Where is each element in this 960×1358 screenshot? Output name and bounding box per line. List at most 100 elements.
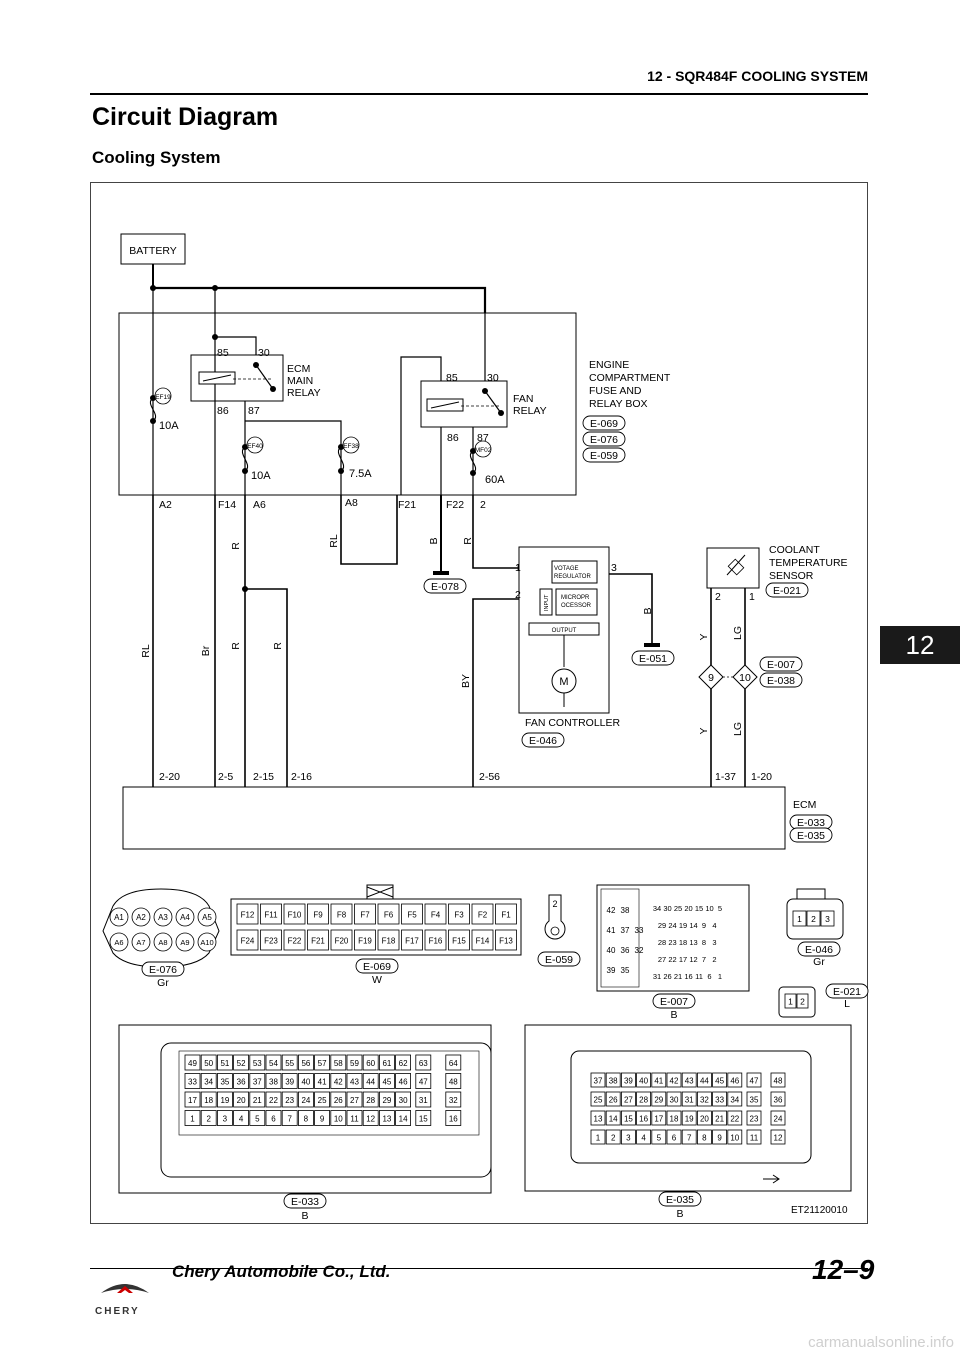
- microprocessor-block: [555, 588, 598, 616]
- e035-pin-num: 8: [702, 1134, 707, 1143]
- e035-pin-num: 42: [670, 1077, 679, 1086]
- e033-pin-num: 52: [237, 1059, 246, 1068]
- e035-code-oval: [658, 1191, 702, 1207]
- e033-pin-num: 15: [419, 1115, 428, 1124]
- fuse-box-code-oval: [582, 431, 626, 447]
- inline-pin-10: 10: [739, 672, 751, 684]
- coil-slash: [202, 374, 232, 382]
- e033-pin: [314, 1091, 331, 1108]
- e035-pin: [590, 1072, 606, 1088]
- fan-relay-switch: [484, 390, 502, 414]
- page-title: Circuit Diagram: [92, 103, 279, 131]
- e069-pin: [283, 929, 306, 951]
- e035-pin-num: 15: [624, 1115, 633, 1124]
- e007-pin: 3: [712, 938, 716, 947]
- e033-pin: [445, 1091, 462, 1108]
- e007-pin: 5: [718, 904, 722, 913]
- e033-pin-num: 8: [304, 1115, 309, 1124]
- ecm-pin: 2-16: [291, 771, 312, 783]
- e033-pin-num: 38: [269, 1078, 278, 1087]
- e033-code: E-033: [291, 1196, 319, 1208]
- voltage-regulator-label: VOTAGE: [554, 566, 579, 572]
- e035-pin: [681, 1072, 697, 1088]
- e059-code-oval: [537, 951, 581, 967]
- fan-controller-pin-2: 2: [515, 589, 521, 601]
- e033-pin: [216, 1110, 233, 1126]
- e046-color: Gr: [813, 956, 825, 968]
- e069-pin-num: F22: [288, 937, 302, 946]
- e046-pin-num: 3: [825, 914, 830, 924]
- e069-pin-num: F16: [429, 937, 443, 946]
- wire-y-label: Y: [698, 633, 710, 640]
- e033-pin: [346, 1073, 363, 1089]
- fan-controller-box: [518, 546, 610, 714]
- ecm-relay-pin-86: 86: [217, 405, 229, 417]
- e033-pin-num: 32: [449, 1096, 458, 1105]
- e007-pin: 31: [653, 972, 661, 981]
- e033-pin: [200, 1073, 217, 1089]
- wire-r-branch: [245, 588, 288, 787]
- company-name: Chery Automobile Co., Ltd.: [172, 1262, 391, 1281]
- voltage-regulator-block: [551, 560, 598, 584]
- e033-pin-num: 27: [350, 1096, 359, 1105]
- e046-code: E-046: [805, 944, 833, 956]
- fuse-box-code: E-076: [590, 434, 618, 446]
- e007-pin: 32: [635, 946, 644, 955]
- e007-pin: 34: [653, 904, 661, 913]
- e069-pin-num: F6: [384, 911, 394, 920]
- e076-pin-num: A10: [200, 938, 213, 947]
- e033-pin-num: 34: [204, 1078, 213, 1087]
- e035-pin: [636, 1072, 651, 1088]
- e076-housing: [102, 888, 220, 968]
- e033-pin: [184, 1054, 201, 1071]
- e033-pin: [233, 1091, 250, 1108]
- e035-pin-num: 24: [774, 1115, 783, 1124]
- e035-pin: [621, 1129, 636, 1145]
- e035-pin: [712, 1110, 727, 1126]
- e007-pin: 20: [684, 904, 692, 913]
- e035-pin: [727, 1072, 743, 1088]
- fuse-box-code: E-069: [590, 418, 618, 430]
- wire-rl-label: RL: [140, 644, 152, 658]
- e033-pin: [395, 1091, 412, 1108]
- e069-pin: [377, 903, 400, 925]
- e069-pin-num: F9: [313, 911, 323, 920]
- e069-pin-num: F4: [431, 911, 441, 920]
- e035-pin-num: 28: [639, 1096, 648, 1105]
- e033-pin: [297, 1073, 314, 1089]
- e035-pin-num: 46: [730, 1077, 739, 1086]
- e076-pin: [175, 932, 195, 952]
- wire-rl-label: RL: [328, 534, 340, 548]
- e035-pin: [681, 1129, 697, 1145]
- e076-pin-num: A8: [158, 938, 167, 947]
- e033-pin-num: 7: [287, 1115, 292, 1124]
- section-title: 12 - SQR484F COOLING SYSTEM: [647, 68, 868, 84]
- e033-pin-num: 59: [350, 1059, 359, 1068]
- e033-pin-num: 6: [271, 1115, 276, 1124]
- e035-pin-num: 31: [685, 1096, 694, 1105]
- e069-pin: [354, 929, 376, 951]
- brand-logo: CHERY: [95, 1281, 155, 1317]
- e069-pin-num: F2: [478, 911, 488, 920]
- e035-pin-num: 13: [594, 1115, 603, 1124]
- e033-pin: [297, 1091, 314, 1108]
- e035-pin-num: 4: [641, 1134, 646, 1143]
- e069-pin-num: F21: [311, 937, 325, 946]
- e033-pin-num: 26: [334, 1096, 343, 1105]
- fan-relay-pin-87: 87: [477, 432, 489, 444]
- e033-pin: [378, 1091, 395, 1108]
- fuse-box-name: COMPARTMENT: [589, 372, 671, 384]
- e007-pin: 8: [702, 938, 706, 947]
- e033-pin-num: 14: [399, 1115, 408, 1124]
- fuse-relay-box: [118, 312, 577, 496]
- e033-pin-num: 35: [220, 1078, 229, 1087]
- e007-left-block: [600, 888, 640, 988]
- e035-pin: [697, 1129, 712, 1145]
- e076-pin-num: A5: [202, 913, 212, 922]
- e033-pin-num: 41: [318, 1078, 327, 1087]
- e033-pin-num: 23: [285, 1096, 294, 1105]
- fuse-box-code: E-059: [590, 450, 618, 462]
- ef38-fuse-badge: [342, 436, 360, 454]
- e076-pin-num: A4: [180, 913, 190, 922]
- pin-a6: A6: [253, 499, 266, 511]
